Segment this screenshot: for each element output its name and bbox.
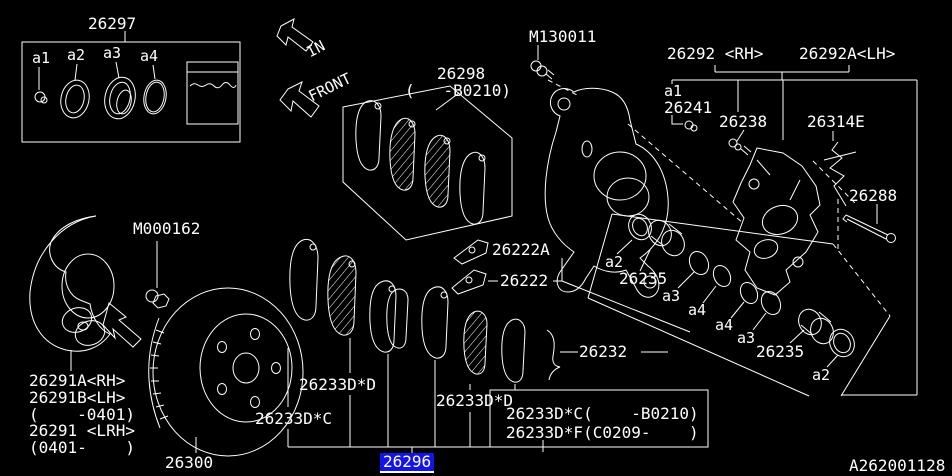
label-hub-lh[interactable]: 26291B<LH> xyxy=(29,388,126,407)
label-inner-shim[interactable]: 26232 xyxy=(579,342,628,361)
label-shim-d2[interactable]: 26233D*D xyxy=(436,391,514,410)
ref-a2: a2 xyxy=(67,46,86,64)
label-caliper-rh[interactable]: 26292 <RH> xyxy=(667,44,764,63)
ref-a3-upper: a3 xyxy=(662,287,681,305)
label-shim-d[interactable]: 26233D*D xyxy=(299,375,377,394)
ref-a3-lower: a3 xyxy=(737,329,756,347)
label-hub-lrh[interactable]: 26291 <LRH> xyxy=(29,421,135,440)
seal-kit-box-drawing xyxy=(22,31,240,142)
label-bleeder-screw[interactable]: 26238 xyxy=(719,112,768,131)
ref-a4: a4 xyxy=(140,47,159,65)
direction-arrow-icon xyxy=(103,303,141,347)
ref-a2-lower: a2 xyxy=(812,366,831,384)
ref-a1: a1 xyxy=(32,49,51,67)
piston-seal-drawing xyxy=(588,211,890,396)
ref-a3: a3 xyxy=(103,44,122,62)
label-pad-support[interactable]: 26314E xyxy=(807,112,865,131)
pad-shim-group-drawing xyxy=(288,239,708,454)
label-bleeder-cap[interactable]: 26241 xyxy=(664,98,713,117)
label-outer-clip[interactable]: 26222A xyxy=(492,240,550,259)
label-caliper-lh[interactable]: 26292A<LH> xyxy=(799,44,896,63)
in-arrow-icon xyxy=(277,19,313,51)
label-shield-bolt[interactable]: M000162 xyxy=(133,219,201,238)
label-pad-kit-date: ( -B0210) xyxy=(405,81,511,100)
label-hub-date-late: (0401- ) xyxy=(29,438,135,457)
caliper-drawing xyxy=(672,65,917,395)
pad-kit-box-drawing xyxy=(343,86,512,240)
label-knuckle-bolt[interactable]: M130011 xyxy=(529,27,597,46)
grease-packet-icon xyxy=(187,62,238,124)
front-arrow-icon xyxy=(280,82,319,117)
label-rotor[interactable]: 26300 xyxy=(165,453,214,472)
label-inner-clip[interactable]: 26222 xyxy=(500,271,549,290)
label-hub-rh[interactable]: 26291A<RH> xyxy=(29,371,126,390)
label-lock-pin[interactable]: 26288 xyxy=(849,186,898,205)
label-seal-kit[interactable]: 26297 xyxy=(88,14,137,33)
label-pad-kit[interactable]: 26298 xyxy=(437,64,486,83)
label-piston-lower[interactable]: 26235 xyxy=(756,342,805,361)
label-hub-date-early: ( -0401) xyxy=(29,405,135,424)
orientation-arrows xyxy=(277,19,319,117)
label-piston-upper[interactable]: 26235 xyxy=(619,269,668,288)
clip-drawings xyxy=(452,240,690,332)
rotor-drawing xyxy=(149,288,303,456)
ref-a4-lower: a4 xyxy=(715,316,734,334)
ref-a4-upper: a4 xyxy=(688,301,707,319)
knuckle-drawing xyxy=(531,45,743,297)
ref-a2-upper: a2 xyxy=(605,253,624,271)
label-revision-f: 26233D*F(C0209- ) xyxy=(506,423,699,442)
label-pad-set-selected[interactable]: 26296 xyxy=(380,453,435,473)
label-revision-c: 26233D*C( -B0210) xyxy=(506,404,699,423)
diagram-code: A262001128 xyxy=(849,456,946,475)
ref-caliper-a1: a1 xyxy=(664,82,683,100)
shield-drawing xyxy=(30,216,169,371)
label-shim-c[interactable]: 26233D*C xyxy=(255,409,333,428)
brace-icon xyxy=(547,330,560,380)
